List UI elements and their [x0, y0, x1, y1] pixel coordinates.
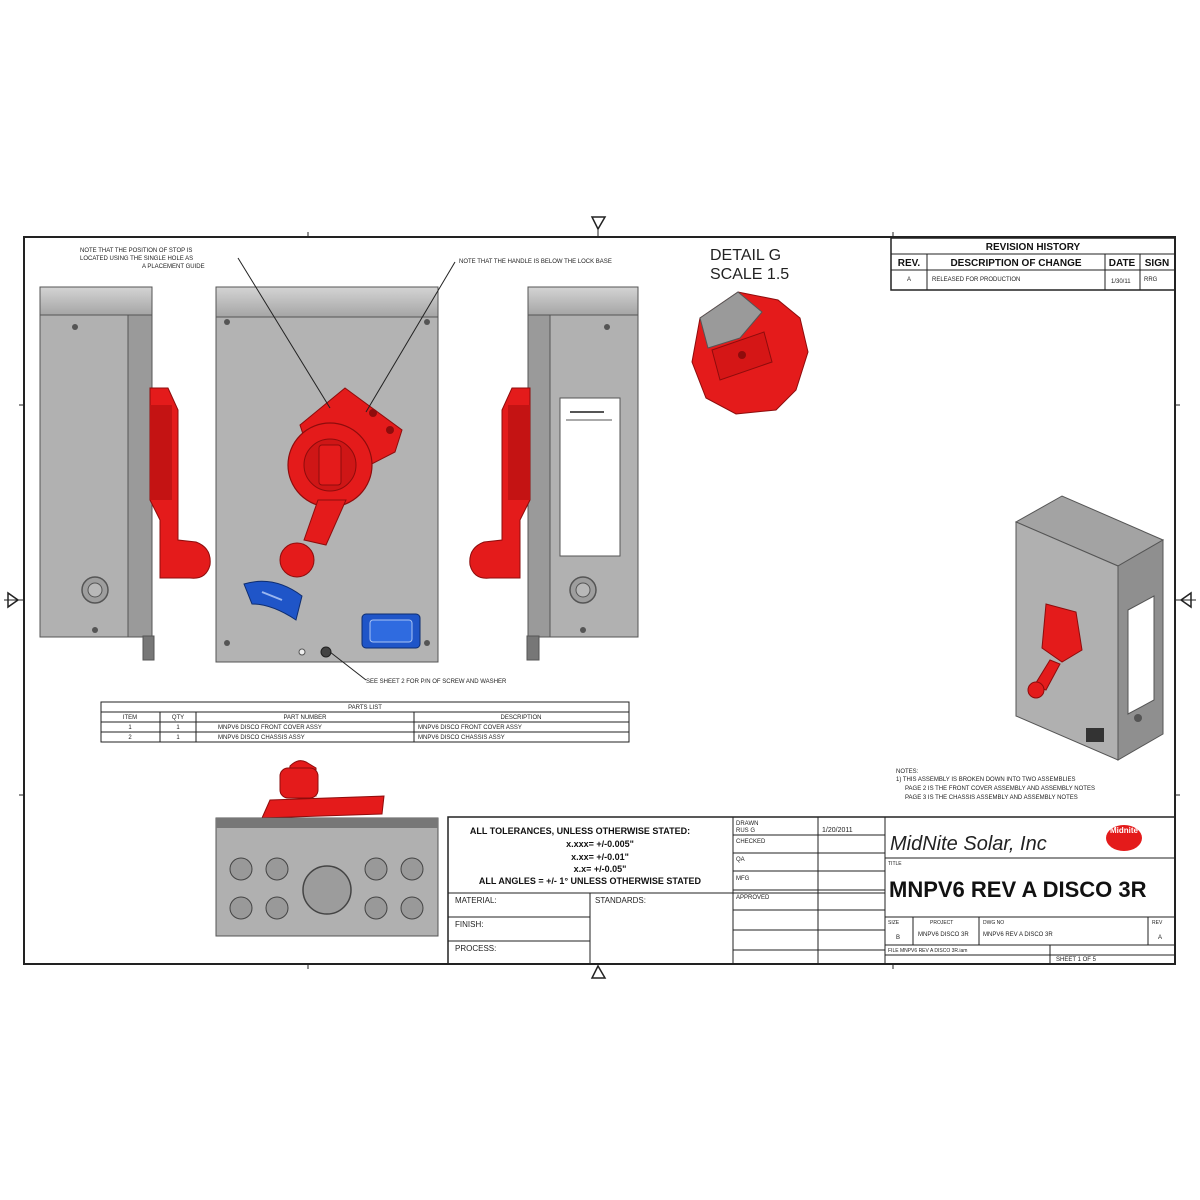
right-side-view — [469, 286, 639, 661]
revision-date-cell: 1/30/11 — [1111, 279, 1131, 285]
checked-label: CHECKED — [736, 839, 766, 845]
general-note-line: PAGE 2 IS THE FRONT COVER ASSEMBLY AND A… — [905, 786, 1095, 792]
revision-header-rev: REV. — [898, 258, 921, 269]
tolerance-line: ALL TOLERANCES, UNLESS OTHERWISE STATED: — [470, 826, 690, 836]
drawn-by: RUS G — [736, 828, 755, 834]
size-label: SIZE — [888, 920, 900, 926]
parts-list-title: PARTS LIST — [348, 705, 382, 711]
dwg-no-label: DWG NO — [983, 920, 1004, 926]
revision-rev-cell: A — [907, 277, 911, 283]
isometric-view — [1014, 495, 1165, 761]
bottom-view — [215, 760, 439, 937]
parts-header-qty: QTY — [172, 715, 184, 721]
general-note-line: 1) THIS ASSEMBLY IS BROKEN DOWN INTO TWO… — [896, 777, 1076, 783]
detail-title: DETAIL G — [710, 247, 781, 264]
rev-value: A — [1158, 935, 1162, 941]
file-name: FILE MNPV6 REV A DISCO 3R.iam — [888, 948, 967, 954]
revision-header-date: DATE — [1109, 258, 1136, 269]
revision-history-title: REVISION HISTORY — [986, 242, 1081, 253]
revision-header-sign: SIGN — [1145, 258, 1169, 269]
rev-label: REV — [1152, 920, 1163, 926]
logo-text: Midnite — [1110, 826, 1139, 835]
detail-g-view — [691, 291, 809, 415]
project-label: PROJECT — [930, 920, 953, 926]
tolerance-line: ALL ANGLES = +/- 1° UNLESS OTHERWISE STA… — [479, 876, 702, 886]
finish-label: FINISH: — [455, 920, 483, 929]
standards-label: STANDARDS: — [595, 896, 646, 905]
material-label: MATERIAL: — [455, 896, 497, 905]
screw-note: SEE SHEET 2 FOR P/N OF SCREW AND WASHER — [366, 679, 507, 685]
drawn-label: DRAWN — [736, 821, 758, 827]
parts-qty-cell: 1 — [176, 735, 180, 741]
title-block-grid — [447, 816, 1176, 965]
qa-label: QA — [736, 857, 745, 863]
parts-item-cell: 2 — [128, 735, 132, 741]
midnite-logo-icon: Midnite — [1106, 825, 1142, 851]
parts-item-cell: 1 — [128, 725, 132, 731]
sheet-number: SHEET 1 OF 5 — [1056, 957, 1097, 963]
parts-header-part-number: PART NUMBER — [283, 715, 327, 721]
drawing-title: MNPV6 REV A DISCO 3R — [889, 877, 1147, 902]
project-value: MNPV6 DISCO 3R — [918, 932, 969, 938]
parts-header-item: ITEM — [123, 715, 137, 721]
drawn-date: 1/20/2011 — [822, 827, 853, 834]
parts-description-cell: MNPV6 DISCO FRONT COVER ASSY — [418, 725, 522, 731]
stop-note-line: NOTE THAT THE POSITION OF STOP IS — [80, 248, 192, 254]
left-side-view — [39, 286, 211, 661]
tolerance-line: x.x= +/-0.05" — [574, 864, 627, 874]
parts-header-description: DESCRIPTION — [500, 715, 541, 721]
dwg-no-value: MNPV6 REV A DISCO 3R — [983, 932, 1053, 938]
parts-list-table — [100, 701, 630, 743]
detail-scale: SCALE 1.5 — [710, 266, 789, 283]
tolerance-line: x.xxx= +/-0.005" — [566, 839, 634, 849]
title-label: TITLE — [888, 861, 902, 867]
tolerance-line: x.xx= +/-0.01" — [571, 852, 629, 862]
company-name: MidNite Solar, Inc — [890, 833, 1047, 855]
revision-sign-cell: RRG — [1144, 277, 1158, 283]
parts-description-cell: MNPV6 DISCO CHASSIS ASSY — [418, 735, 505, 741]
approved-label: APPROVED — [736, 895, 770, 901]
leader-lines — [237, 257, 456, 681]
handle-note: NOTE THAT THE HANDLE IS BELOW THE LOCK B… — [459, 259, 612, 265]
general-notes-title: NOTES: — [896, 769, 919, 775]
front-view — [215, 286, 439, 663]
parts-qty-cell: 1 — [176, 725, 180, 731]
general-note-line: PAGE 3 IS THE CHASSIS ASSEMBLY AND ASSEM… — [905, 795, 1078, 801]
revision-header-description: DESCRIPTION OF CHANGE — [950, 258, 1081, 269]
revision-history-table — [890, 237, 1176, 291]
parts-part-number-cell: MNPV6 DISCO FRONT COVER ASSY — [218, 725, 322, 731]
revision-description-cell: RELEASED FOR PRODUCTION — [932, 277, 1020, 283]
stop-note-line: LOCATED USING THE SINGLE HOLE AS — [80, 256, 193, 262]
mfg-label: MFG — [736, 876, 750, 882]
size-value: B — [896, 935, 900, 941]
stop-note-line: A PLACEMENT GUIDE — [142, 264, 205, 270]
process-label: PROCESS: — [455, 944, 496, 953]
parts-part-number-cell: MNPV6 DISCO CHASSIS ASSY — [218, 735, 305, 741]
